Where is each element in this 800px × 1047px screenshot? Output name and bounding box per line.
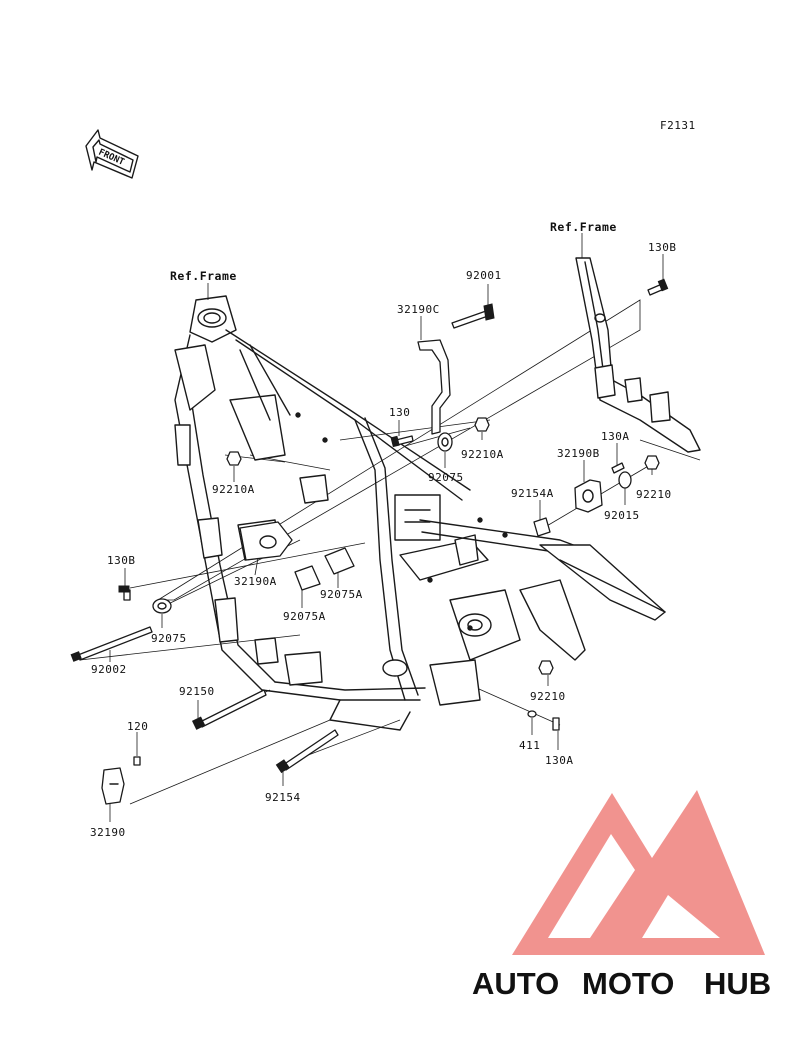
label-92075A-a: 92075A xyxy=(320,588,363,601)
label-92154A: 92154A xyxy=(511,487,554,500)
part-92002-bolt xyxy=(77,626,153,661)
left-frame xyxy=(174,295,666,731)
part-labels: Ref.Frame Ref.Frame 92001 32190C 130B 13… xyxy=(90,220,677,839)
watermark-triangle-icon xyxy=(512,790,765,955)
label-92154: 92154 xyxy=(265,791,301,804)
part-411-washer xyxy=(527,710,537,718)
label-92002: 92002 xyxy=(91,663,127,676)
label-130: 130 xyxy=(389,406,410,419)
leader-lines xyxy=(109,233,664,822)
label-92075A-b: 92075A xyxy=(283,610,326,623)
watermark-logo xyxy=(512,790,765,955)
label-32190A: 32190A xyxy=(234,575,277,588)
part-32190B-bracket xyxy=(574,479,603,513)
front-arrow-icon: FRONT xyxy=(85,129,139,179)
right-frame xyxy=(575,257,701,453)
part-92075A-bushing-b xyxy=(324,547,355,575)
part-92210-nut-right xyxy=(644,455,660,470)
label-92150: 92150 xyxy=(179,685,215,698)
part-92210-nut-lower xyxy=(538,660,554,675)
label-92210A-left: 92210A xyxy=(212,483,255,496)
ref-frame-label-left: Ref.Frame xyxy=(170,269,237,283)
part-92001-bolt xyxy=(451,310,489,329)
label-130B-left: 130B xyxy=(107,554,136,567)
part-32190C-bracket xyxy=(417,339,451,435)
label-32190B: 32190B xyxy=(557,447,600,460)
label-92075-upper: 92075 xyxy=(428,471,464,484)
part-32190-bracket xyxy=(101,767,125,805)
label-130A-right: 130A xyxy=(601,430,630,443)
label-92001: 92001 xyxy=(466,269,502,282)
part-92075-spacer-lower xyxy=(152,598,172,614)
part-92015-washer xyxy=(618,471,632,489)
label-92015: 92015 xyxy=(604,509,640,522)
label-92210-right: 92210 xyxy=(636,488,672,501)
watermark-hub: HUB xyxy=(704,966,771,1001)
part-130A-bolt-lower xyxy=(552,717,560,731)
watermark-moto: MOTO xyxy=(582,966,674,1001)
part-92210A-nut-left xyxy=(226,451,242,466)
label-32190: 32190 xyxy=(90,826,126,839)
watermark-text: AUTO MOTO HUB xyxy=(472,966,771,1001)
label-411: 411 xyxy=(519,739,540,752)
parts xyxy=(70,278,669,805)
figure-code: F2131 xyxy=(660,119,696,132)
label-32190C: 32190C xyxy=(397,303,440,316)
label-92210A-right: 92210A xyxy=(461,448,504,461)
part-92210A-nut-right xyxy=(474,417,490,432)
part-92154A-spacer xyxy=(533,517,551,537)
label-92210-lower: 92210 xyxy=(530,690,566,703)
label-92075-lower: 92075 xyxy=(151,632,187,645)
part-92075-spacer-upper xyxy=(437,432,453,452)
label-130B-top: 130B xyxy=(648,241,677,254)
part-120-bolt xyxy=(133,756,141,766)
part-32190A-bracket xyxy=(239,521,293,561)
label-130A-lower: 130A xyxy=(545,754,574,767)
label-120: 120 xyxy=(127,720,148,733)
part-130A-bolt-right xyxy=(611,462,625,474)
ref-frame-label-right: Ref.Frame xyxy=(550,220,617,234)
watermark-auto: AUTO xyxy=(472,966,559,1001)
part-92075A-bushing-a xyxy=(294,565,321,591)
